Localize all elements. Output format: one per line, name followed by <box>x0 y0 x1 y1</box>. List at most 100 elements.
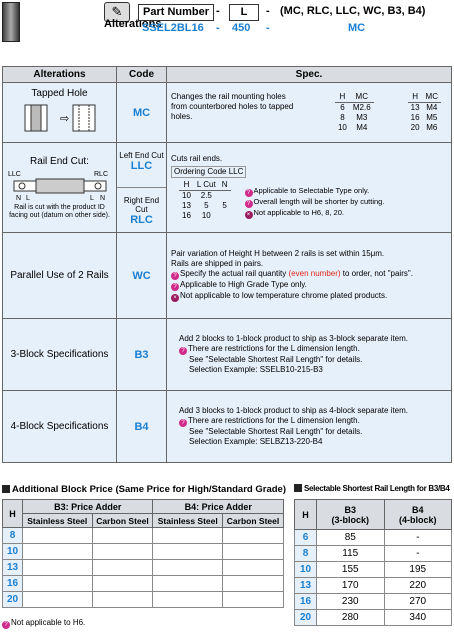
info-icon: ? <box>179 419 187 427</box>
col-b4-adder: B4: Price Adder <box>152 499 284 514</box>
l-label: L <box>26 195 30 201</box>
alt-name: Tapped Hole <box>31 87 88 99</box>
example-l: 450 <box>232 22 251 34</box>
alterations-table: Alterations Code Spec. Tapped Hole ⇨ MC … <box>2 66 452 463</box>
col-b3: B3(3-block) <box>316 499 385 530</box>
alterations-title: Alterations <box>104 18 162 30</box>
even-number-note: (even number) <box>288 269 341 278</box>
col-carbon: Carbon Steel <box>91 513 154 528</box>
code-mc: MC <box>116 82 167 143</box>
product-icon <box>2 2 20 42</box>
table-row: 8 <box>2 527 284 544</box>
code-llc: LLC <box>130 160 153 172</box>
table-row: 16 <box>2 575 284 592</box>
sep-dash: - <box>266 5 270 17</box>
col-carbon: Carbon Steel <box>222 513 284 528</box>
alt-cell: Rail End Cut: LLC RLC N L L N Rail is cu… <box>2 142 117 233</box>
b3-line2: There are restrictions for the L dimensi… <box>188 344 360 353</box>
code-rail-end: Left End Cut LLC Right End Cut RLC <box>116 142 167 233</box>
code-rlc: RLC <box>130 214 153 226</box>
example-part: SSEL2BL16 <box>142 22 204 34</box>
shortest-title: Selectable Shortest Rail Length for B3/B… <box>294 484 450 493</box>
info-icon: ? <box>2 621 10 629</box>
rail-end-note1: Applicable to Selectable Type only. <box>253 186 370 195</box>
info-icon: ? <box>171 272 179 280</box>
wc-line4: Applicable to High Grade Type only. <box>180 280 307 289</box>
tapped-hole-diagram: ⇨ <box>24 104 95 131</box>
rail-end-cut-diagram: LLC RLC N L L N <box>8 171 108 202</box>
b3-line4: Selection Example: SSELB10-215-B3 <box>189 365 323 374</box>
right-end-label: Right End Cut <box>123 196 160 214</box>
l-label: L <box>90 195 94 201</box>
col-code: Code <box>116 66 167 83</box>
alt-name: Rail End Cut: <box>30 155 89 167</box>
row-b3: 3-Block Specifications B3 Add 2 blocks t… <box>2 318 452 391</box>
rail-end-line1: Cuts rail ends. <box>171 154 223 163</box>
spec-wc: Pair variation of Height H between 2 rai… <box>166 232 452 319</box>
alteration-icon: ✎ <box>104 2 130 22</box>
b4-line2: There are restrictions for the L dimensi… <box>188 416 360 425</box>
options-list: (MC, RLC, LLC, WC, B3, B4) <box>280 5 426 17</box>
n-label: N <box>16 195 21 201</box>
b3-line1: Add 2 blocks to 1-block product to ship … <box>179 334 409 343</box>
not-applicable-icon: × <box>171 294 179 302</box>
mc-text: Changes the rail mounting holes from cou… <box>171 92 294 121</box>
b4-line3: See "Selectable Shortest Rail Length" fo… <box>189 427 363 436</box>
col-stainless: Stainless Steel <box>22 513 93 528</box>
spec-b4: Add 3 blocks to 1-block product to ship … <box>166 390 452 463</box>
info-icon: ? <box>244 189 253 197</box>
part-number-box: Part Number <box>138 4 215 21</box>
alt-cell: Tapped Hole ⇨ <box>2 82 117 143</box>
header: ✎ Alterations Part Number - L - (MC, RLC… <box>0 0 454 62</box>
ordering-code-box: Ordering Code LLC <box>171 166 247 178</box>
info-icon: ? <box>179 347 187 355</box>
col-stainless: Stainless Steel <box>152 513 224 528</box>
left-end-label: Left End Cut <box>119 151 164 160</box>
example-dash: - <box>216 22 220 34</box>
table-row: 20 <box>2 591 284 608</box>
row-wc: Parallel Use of 2 Rails WC Pair variatio… <box>2 232 452 319</box>
block-price-table: H B3: Price Adder B4: Price Adder Stainl… <box>2 499 284 608</box>
example-dash: - <box>266 22 270 34</box>
llc-label: LLC <box>8 171 21 178</box>
not-applicable-icon: × <box>244 211 253 219</box>
svg-text:⇨: ⇨ <box>60 112 69 125</box>
info-icon: ? <box>171 283 179 291</box>
code-b3: B3 <box>116 318 167 391</box>
row-b4: 4-Block Specifications B4 Add 3 blocks t… <box>2 390 452 463</box>
col-h: H <box>2 499 23 528</box>
alt-name: 3-Block Specifications <box>2 318 117 391</box>
table-row: 10 <box>2 543 284 560</box>
col-h: H <box>294 499 317 530</box>
block-price-note: ?Not applicable to H6. <box>2 618 85 629</box>
wc-line1: Pair variation of Height H between 2 rai… <box>171 249 385 258</box>
n-label: N <box>100 195 105 201</box>
col-b3-adder: B3: Price Adder <box>21 499 154 514</box>
l-box: L <box>229 4 259 21</box>
wc-line2: Rails are shipped in pairs. <box>171 259 264 268</box>
rail-end-note: Rail is cut with the product ID facing o… <box>9 203 110 219</box>
sep-dash: - <box>216 5 220 17</box>
row-mc: Tapped Hole ⇨ MC Changes the rail mounti… <box>2 82 452 143</box>
spec-mc: Changes the rail mounting holes from cou… <box>166 82 452 143</box>
row-rail-end-cut: Rail End Cut: LLC RLC N L L N Rail is cu… <box>2 142 452 233</box>
rail-end-note3: Not applicable to H6, 8, 20. <box>253 208 344 217</box>
example-code: MC <box>348 22 366 34</box>
col-alterations: Alterations <box>2 66 117 83</box>
info-icon: ? <box>244 200 253 208</box>
table-row: 13 <box>2 559 284 576</box>
code-b4: B4 <box>116 390 167 463</box>
b4-line1: Add 3 blocks to 1-block product to ship … <box>179 406 409 415</box>
b3-line3: See "Selectable Shortest Rail Length" fo… <box>189 355 363 364</box>
